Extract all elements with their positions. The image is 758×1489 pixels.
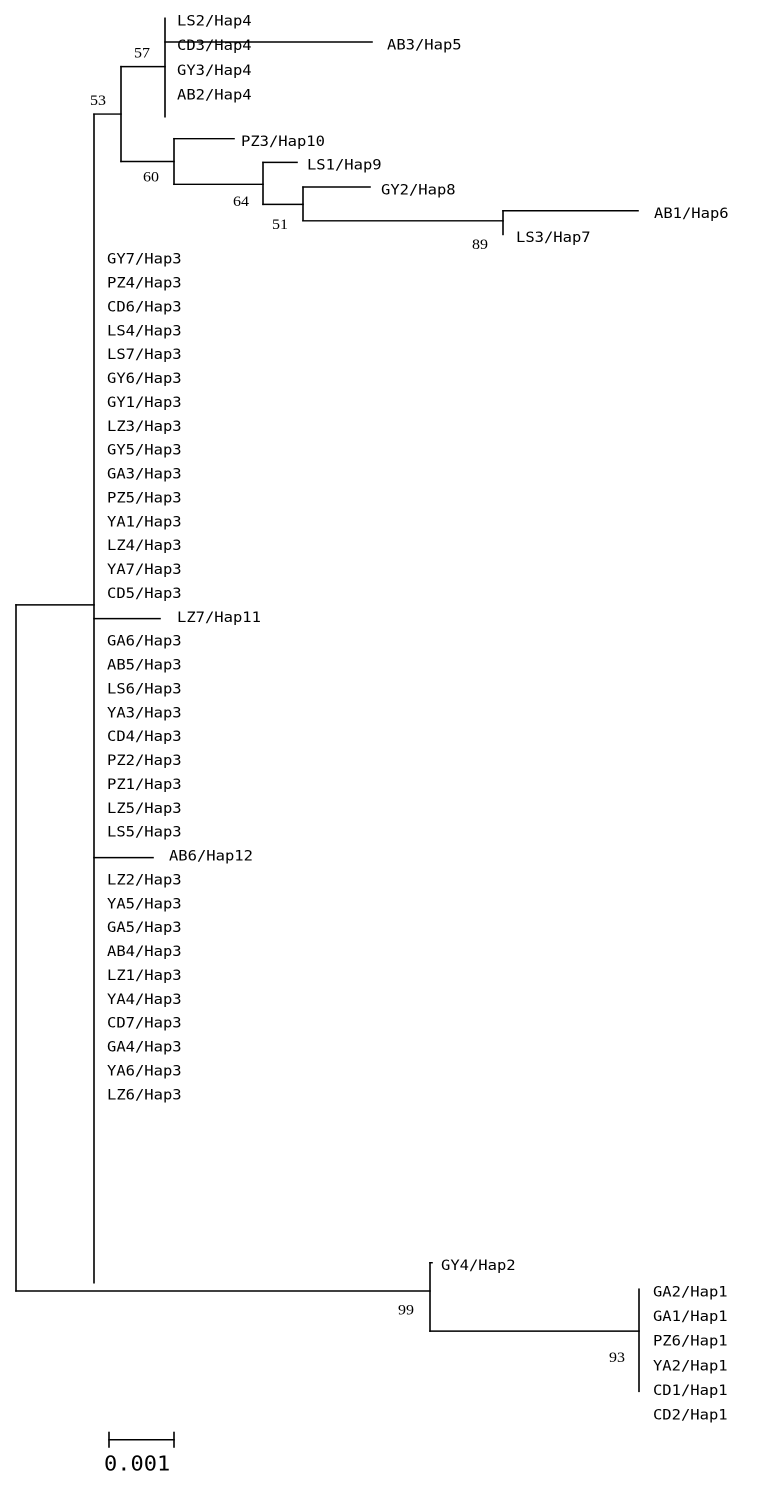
bootstrap-53: 53 — [90, 93, 106, 109]
leaf-label-hap3-8: LZ3/Hap3 — [107, 418, 182, 434]
leaf-label-ab1: AB1/Hap6 — [654, 206, 729, 222]
leaf-label-hap3-16: LZ7/Hap11 — [177, 609, 261, 625]
leaf-label-hap4-1: LS2/Hap4 — [177, 13, 252, 29]
leaf-label-hap3-7: GY1/Hap3 — [107, 395, 182, 411]
leaf-label-hap3-18: AB5/Hap3 — [107, 657, 182, 673]
leaf-label-hap1-1: GA2/Hap1 — [653, 1284, 728, 1300]
leaf-label-hap3-29: GA5/Hap3 — [107, 920, 182, 936]
leaf-label-hap3-35: YA6/Hap3 — [107, 1063, 182, 1079]
leaf-label-pz3: PZ3/Hap10 — [241, 134, 325, 150]
leaf-label-hap3-33: CD7/Hap3 — [107, 1015, 182, 1031]
leaf-label-hap3-3: CD6/Hap3 — [107, 299, 182, 315]
bootstrap-51: 51 — [272, 217, 288, 233]
leaf-label-hap3-15: CD5/Hap3 — [107, 586, 182, 602]
leaf-label-gy4: GY4/Hap2 — [441, 1258, 516, 1274]
leaf-label-gy2: GY2/Hap8 — [381, 182, 456, 198]
leaf-label-hap3-31: LZ1/Hap3 — [107, 968, 182, 984]
leaf-label-hap3-24: LZ5/Hap3 — [107, 800, 182, 816]
leaf-label-hap3-23: PZ1/Hap3 — [107, 777, 182, 793]
leaf-label-hap3-34: GA4/Hap3 — [107, 1039, 182, 1055]
leaf-label-hap1-2: GA1/Hap1 — [653, 1309, 728, 1325]
leaf-label-hap3-2: PZ4/Hap3 — [107, 275, 182, 291]
leaf-label-hap3-17: GA6/Hap3 — [107, 633, 182, 649]
scale-bar: 0.001 — [104, 1431, 175, 1476]
bootstrap-93: 93 — [609, 1350, 625, 1366]
leaf-label-hap3-25: LS5/Hap3 — [107, 824, 182, 840]
leaf-label-hap1-3: PZ6/Hap1 — [653, 1333, 728, 1349]
leaf-label-hap3-26: AB6/Hap12 — [169, 848, 253, 864]
leaf-label-hap3-6: GY6/Hap3 — [107, 371, 182, 387]
bootstrap-57: 57 — [134, 45, 150, 61]
bootstrap-64: 64 — [233, 194, 249, 210]
leaf-label-hap3-36: LZ6/Hap3 — [107, 1087, 182, 1103]
scale-bar-label: 0.001 — [104, 1452, 170, 1476]
leaf-label-hap3-5: LS7/Hap3 — [107, 347, 182, 363]
leaf-label-hap3-30: AB4/Hap3 — [107, 944, 182, 960]
bootstrap-89: 89 — [472, 237, 488, 253]
leaf-label-hap3-10: GA3/Hap3 — [107, 466, 182, 482]
leaf-label-hap3-11: PZ5/Hap3 — [107, 490, 182, 506]
leaf-label-hap3-14: YA7/Hap3 — [107, 562, 182, 578]
leaf-label-hap3-21: CD4/Hap3 — [107, 729, 182, 745]
leaf-label-hap4-3: GY3/Hap4 — [177, 62, 252, 78]
leaf-label-hap3-9: GY5/Hap3 — [107, 442, 182, 458]
leaf-label-hap3-19: LS6/Hap3 — [107, 681, 182, 697]
leaf-label-hap3-22: PZ2/Hap3 — [107, 753, 182, 769]
leaf-label-hap4-4: AB2/Hap4 — [177, 87, 252, 103]
hap3-leaf-group: GY7/Hap3PZ4/Hap3CD6/Hap3LS4/Hap3LS7/Hap3… — [107, 251, 261, 1103]
leaf-label-hap1-6: CD2/Hap1 — [653, 1407, 728, 1423]
leaf-label-hap1-4: YA2/Hap1 — [653, 1358, 728, 1374]
leaf-label-ab3: AB3/Hap5 — [387, 37, 462, 53]
leaf-label-hap3-27: LZ2/Hap3 — [107, 872, 182, 888]
bootstrap-60: 60 — [143, 169, 159, 185]
leaf-label-hap3-32: YA4/Hap3 — [107, 991, 182, 1007]
leaf-label-hap3-13: LZ4/Hap3 — [107, 538, 182, 554]
leaf-label-hap1-5: CD1/Hap1 — [653, 1383, 728, 1399]
leaf-label-hap3-12: YA1/Hap3 — [107, 514, 182, 530]
tree-branches — [15, 17, 640, 1393]
leaf-label-hap3-4: LS4/Hap3 — [107, 323, 182, 339]
leaf-label-hap3-28: YA5/Hap3 — [107, 896, 182, 912]
leaf-label-hap4-2: CD3/Hap4 — [177, 38, 252, 54]
bootstrap-values: 57 53 60 64 51 89 99 93 — [90, 45, 625, 1366]
leaf-label-hap3-1: GY7/Hap3 — [107, 251, 182, 267]
leaf-label-ls1: LS1/Hap9 — [307, 157, 382, 173]
leaf-label-hap3-20: YA3/Hap3 — [107, 705, 182, 721]
hap1-leaf-group: GA2/Hap1GA1/Hap1PZ6/Hap1YA2/Hap1CD1/Hap1… — [653, 1284, 728, 1423]
leaf-label-ls3: LS3/Hap7 — [516, 229, 591, 245]
bootstrap-99: 99 — [398, 1302, 414, 1318]
